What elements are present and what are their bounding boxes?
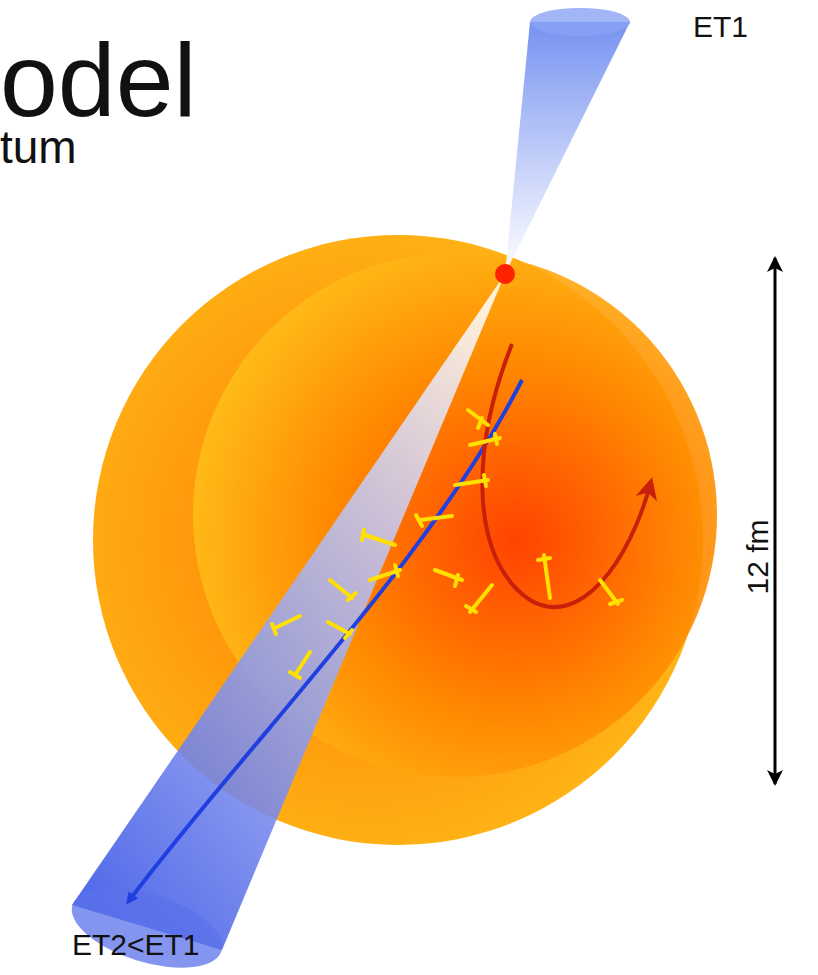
subtitle-fragment: tum bbox=[0, 124, 77, 170]
slide-title: odel bbox=[0, 28, 197, 132]
jet-energy-label: ET2<ET1 bbox=[72, 930, 200, 960]
jet-energy-label: ET1 bbox=[693, 12, 748, 42]
dimension-label: 12 fm bbox=[743, 520, 773, 595]
